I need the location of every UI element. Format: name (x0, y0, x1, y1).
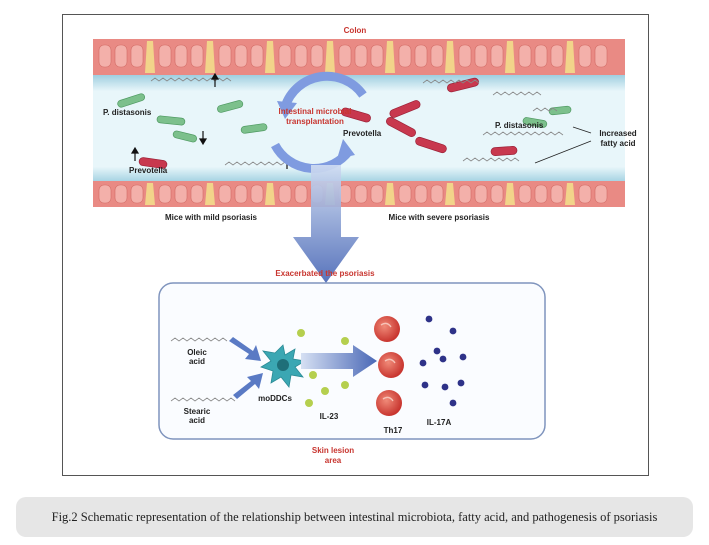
fatty-acid-molecules (170, 337, 236, 402)
moddc-to-th17-arrow (301, 345, 377, 377)
moddcs-label: moDDCs (258, 394, 292, 403)
p-distasonis-left-label: P. distasonis (103, 108, 152, 117)
p-distasonis-right-label: P. distasonis (495, 121, 544, 130)
il17a-cytokines (419, 315, 467, 407)
colon-bottom-tissue (93, 181, 625, 207)
transplant-label-line2: transplantation (286, 117, 344, 126)
prevotella-bacteria (138, 77, 518, 169)
increased-fatty-acid-label-line2: fatty acid (600, 139, 635, 148)
exacerbated-label: Exacerbated the psoriasis (275, 269, 375, 278)
severe-psoriasis-label: Mice with severe psoriasis (389, 213, 490, 222)
prevotella-left-label: Prevotella (129, 166, 168, 175)
il17a-label: IL-17A (427, 418, 452, 427)
fatty-acid-pointer-lines (534, 126, 592, 164)
figure-caption: Fig.2 Schematic representation of the re… (51, 509, 658, 524)
mild-psoriasis-label: Mice with mild psoriasis (165, 213, 258, 222)
oleic-acid-label-line2: acid (189, 357, 205, 366)
schematic-figure: Colon (62, 14, 649, 476)
skin-lesion-label-line2: area (325, 456, 342, 465)
increased-fatty-acid-label-line1: Increased (599, 129, 636, 138)
stearic-acid-label-line1: Stearic (184, 407, 211, 416)
il23-label: IL-23 (320, 412, 339, 421)
moddc-nucleus (277, 359, 289, 371)
transplant-cycle-arrows (271, 71, 367, 173)
colon-top-tissue (93, 39, 625, 75)
stearic-acid-label-line2: acid (189, 416, 205, 425)
exacerbation-down-arrow (293, 165, 359, 283)
skin-lesion-label-line1: Skin lesion (312, 446, 354, 455)
th17-label: Th17 (384, 426, 403, 435)
fatty-acid-chains (150, 77, 564, 166)
p-distasonis-bacteria (117, 93, 572, 143)
prevotella-right-label: Prevotella (343, 129, 382, 138)
fatty-acid-to-moddc-arrows (229, 337, 263, 399)
transplant-label-line1: Intestinal microbial (279, 107, 352, 116)
oleic-acid-label-line1: Oleic (187, 348, 207, 357)
colon-label: Colon (344, 26, 367, 35)
caption-box: Fig.2 Schematic representation of the re… (16, 497, 693, 537)
th17-cells (374, 316, 404, 416)
il23-cytokines (297, 329, 349, 407)
